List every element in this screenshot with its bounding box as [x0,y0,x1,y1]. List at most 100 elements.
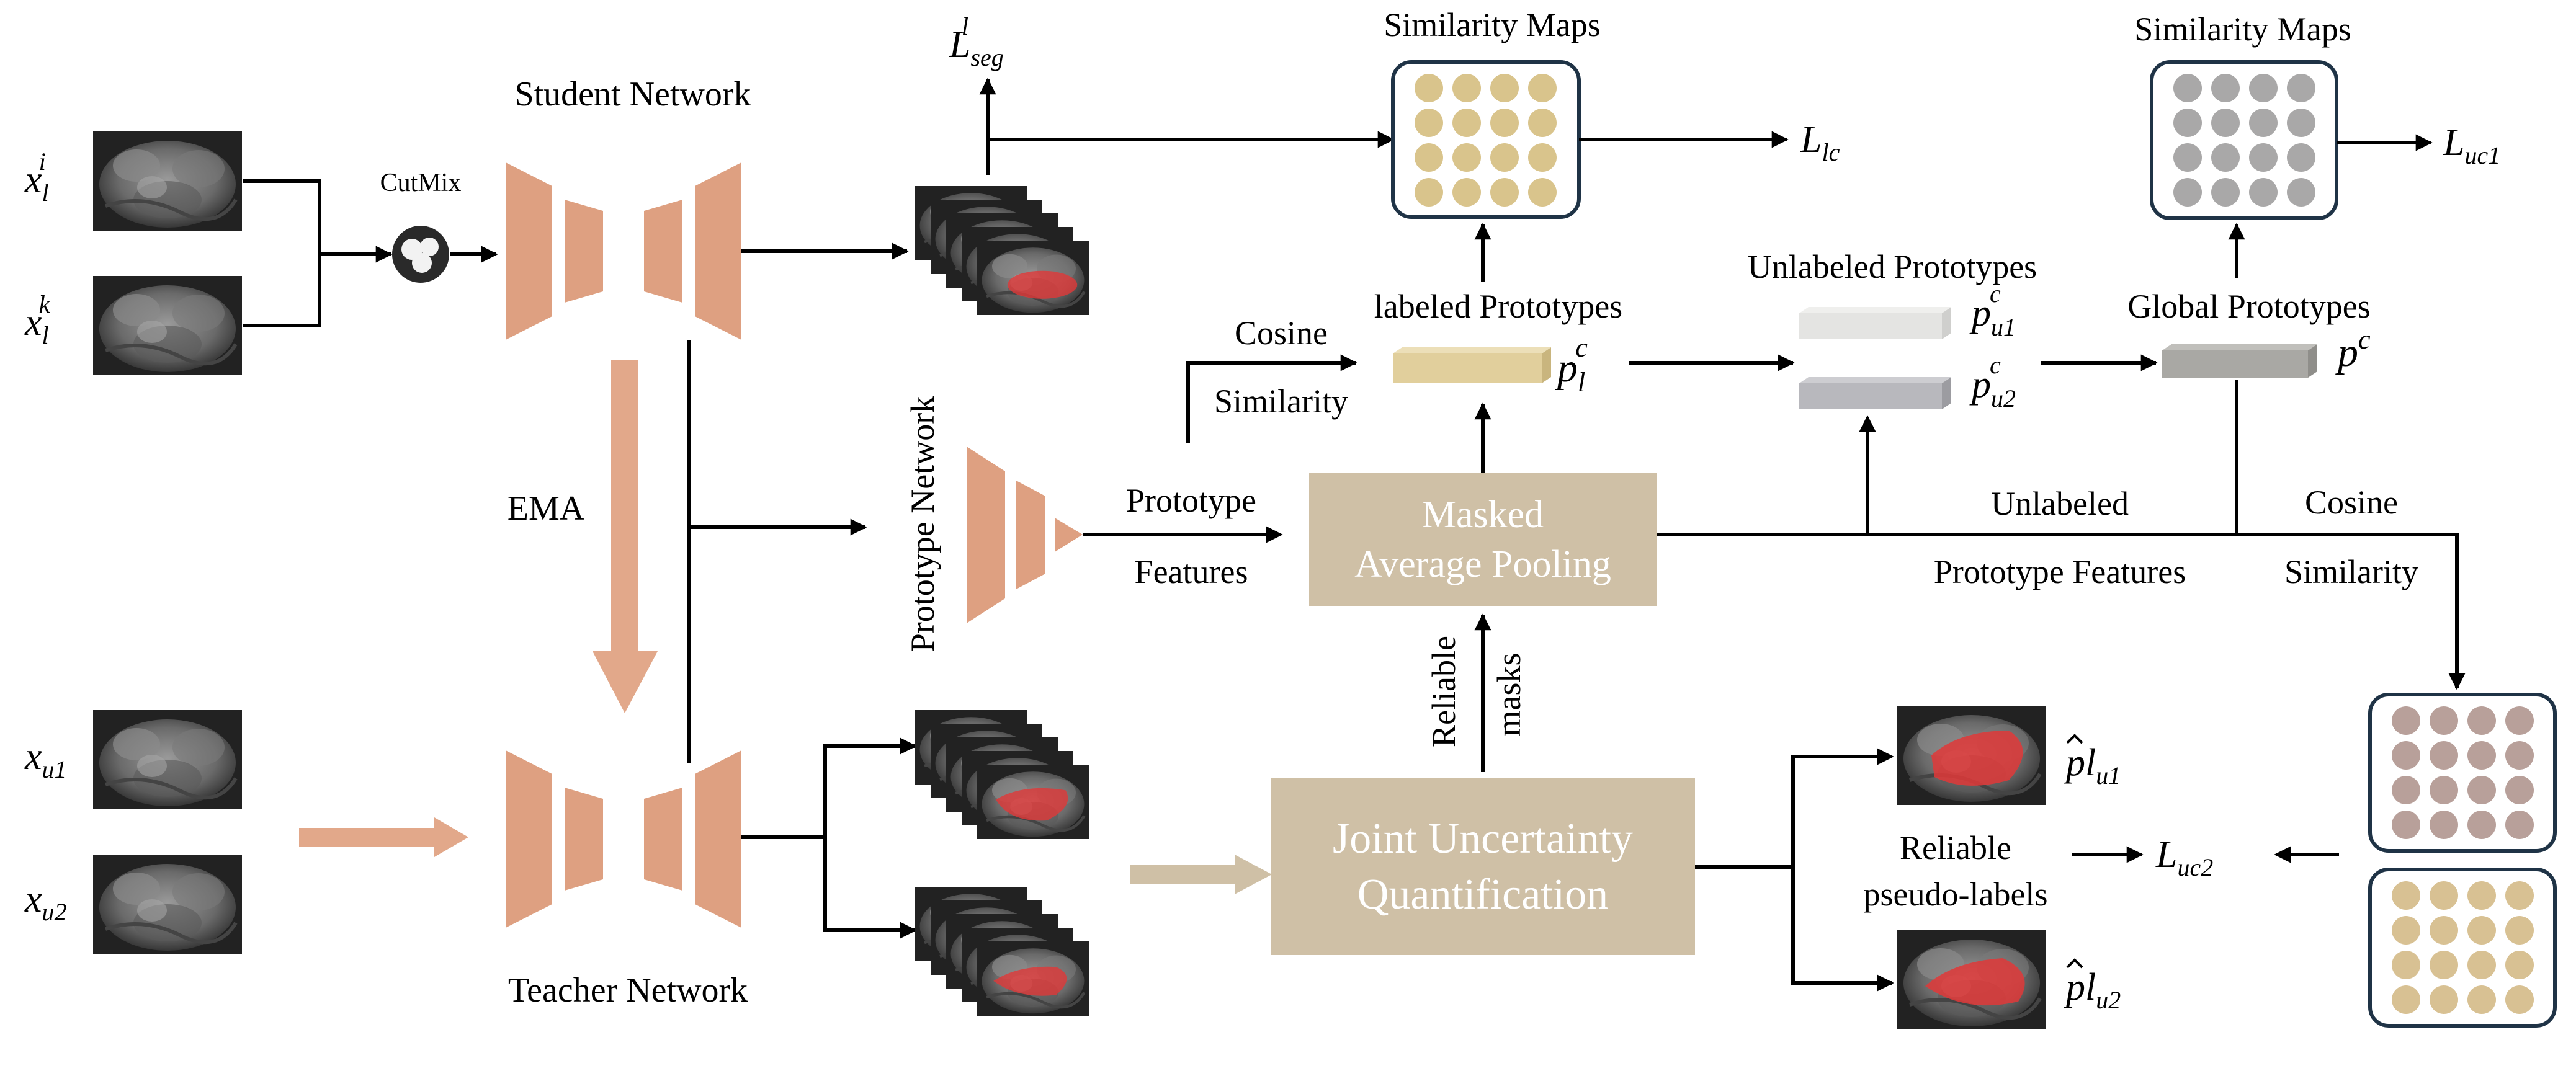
similarity-dot [2505,881,2534,910]
uncertainty-input-arrow [1130,855,1272,894]
teacher-output-stack-1 [915,710,1089,839]
similarity-dot [2505,776,2534,804]
prototype-p-u2: pu2c [1969,351,2016,412]
input-label-xl-k: xlk [24,290,51,349]
similarity-dot [2173,74,2202,102]
similarity-dot [2505,985,2534,1014]
similarity-dot [2430,916,2458,945]
similarity-dot [2467,881,2496,910]
similarity-dot [2392,776,2420,804]
unlabeled-input-arrow [299,817,468,857]
global-prototypes-label: Global Prototypes [2127,288,2370,325]
similarity-dot [2211,109,2240,137]
similarity-maps-label-2: Similarity Maps [2134,11,2351,48]
similarity-dot [1490,143,1519,172]
similarity-dot [2505,741,2534,770]
similarity-dot [1415,109,1443,137]
similarity-dot [1415,143,1443,172]
unlabeled-prototype-bar-1 [1799,307,1951,339]
loss-l-uc2: Luc2 [2155,833,2213,881]
similarity-dot [2211,143,2240,172]
similarity-dot [2392,985,2420,1014]
pseudo-label-hat-u2 [2066,958,2083,969]
similarity-dot [2467,741,2496,770]
student-output-stack [915,186,1089,315]
similarity-dot [2505,811,2534,839]
joint-uncertainty-block [1271,778,1695,955]
similarity-dot [1528,109,1557,137]
similarity-dot [2467,811,2496,839]
similarity-dot [1528,178,1557,207]
similarity-dot [2173,143,2202,172]
similarity-dot [2505,706,2534,735]
similarity-dot [1452,178,1481,207]
ema-label: EMA [508,489,585,528]
similarity-dot [2249,74,2278,102]
prototype-p-global: pc [2335,324,2371,375]
similarity-dot [2287,109,2315,137]
similarity-dot [2392,881,2420,910]
pseudo-label-pl-u1: plu1 [2064,742,2121,789]
similarity-dot [2392,916,2420,945]
similarity-dot [1452,74,1481,102]
similarity-dot [2467,951,2496,979]
loss-l-lc: Llc [1800,118,1840,166]
unlabeled-features-connector [1657,380,2466,690]
similarity-map-2-dots [2173,74,2315,207]
similarity-dot [2430,776,2458,804]
input-label-xu2: xu2 [24,878,67,926]
similarity-dot [1452,109,1481,137]
similarity-dot [1528,74,1557,102]
similarity-dot [1452,143,1481,172]
pseudo-label-pl-u2: plu2 [2064,966,2121,1014]
similarity-dot [2249,178,2278,207]
similarity-map-2 [2150,60,2338,220]
similarity-dot [2430,811,2458,839]
input-label-xl-i: xli [24,148,49,207]
teacher-network-label: Teacher Network [508,971,748,1010]
prototype-network-label: Prototype Network [904,396,941,652]
input-image-xl-i [93,131,242,231]
feature-connector [687,340,867,763]
similarity-dot [1528,143,1557,172]
global-prototype-bar [2162,344,2317,378]
pseudo-label-image-u2 [1897,930,2046,1029]
similarity-map-4-dots [2392,881,2534,1014]
similarity-dot [2505,916,2534,945]
similarity-dot [2287,143,2315,172]
similarity-dot [2430,985,2458,1014]
pseudo-label-image-u1 [1897,706,2046,805]
similarity-dot [2467,985,2496,1014]
teacher-to-outputs [741,737,917,939]
similarity-dot [2430,951,2458,979]
loss-l-uc1: Luc1 [2443,122,2500,169]
prototype-p-l: plc [1555,332,1588,398]
similarity-dot [2249,109,2278,137]
reliable-masks-word2: masks [1490,653,1527,737]
similarity-map-3-dots [2392,706,2534,839]
similarity-map-1-dots [1415,74,1557,207]
unlabeled-prototypes-label: Unlabeled Prototypes [1748,248,2037,285]
similarity-dot [2287,178,2315,207]
similarity-maps-label-1: Similarity Maps [1384,6,1601,43]
student-network-label: Student Network [514,75,751,113]
similarity-dot [2505,951,2534,979]
cosine-similarity-1-arrow [1186,354,1357,443]
prototype-network [967,447,1083,623]
prototype-p-u1: pu1c [1969,280,2016,341]
cutmix-connector [243,179,498,327]
similarity-dot [2173,109,2202,137]
similarity-dot [2287,74,2315,102]
uncertainty-to-pseudo-labels [1695,748,1894,992]
unlabeled-prototype-bar-2 [1799,377,1951,409]
input-image-xu2 [93,855,242,954]
similarity-dot [1490,109,1519,137]
input-image-xu1 [93,710,242,809]
similarity-dot [2249,143,2278,172]
student-network [506,162,741,340]
similarity-map-4 [2368,868,2557,1028]
